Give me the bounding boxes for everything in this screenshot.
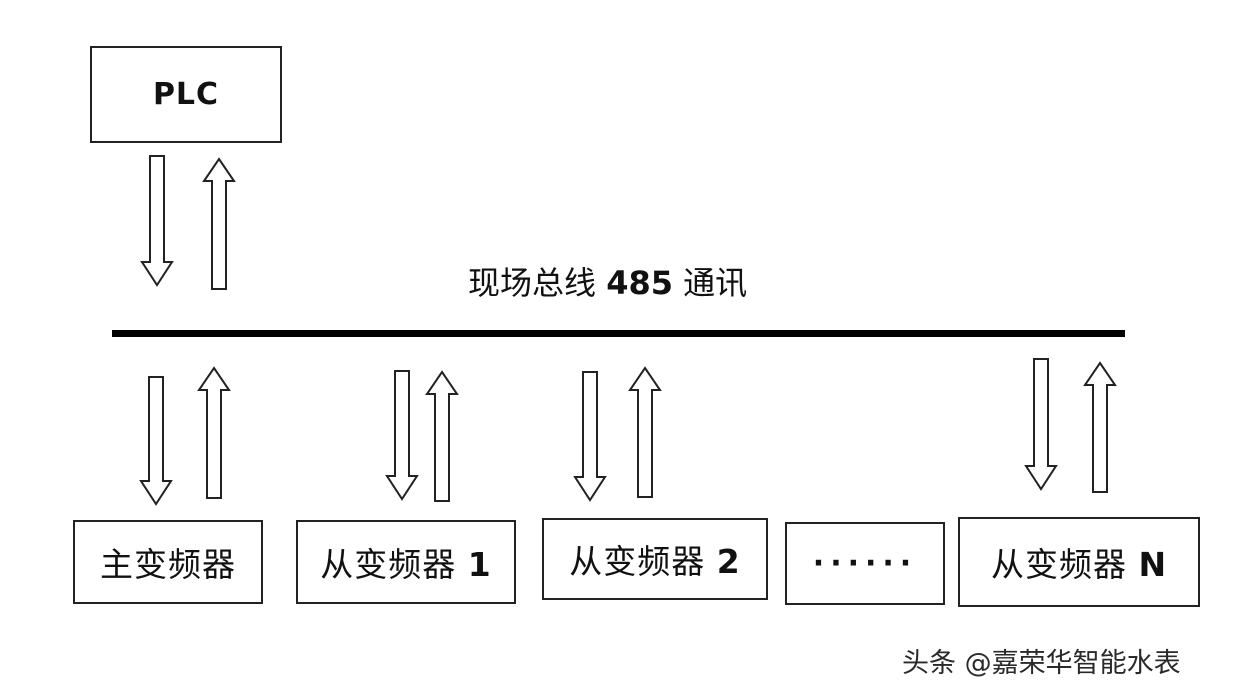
slave-drive-number: 2 [716,542,741,581]
slave-drive-2-label: 从变频器 2 [569,535,740,583]
bus-label-number: 485 [606,264,673,302]
slave-drive-number: N [1138,545,1168,584]
plc-label: PLC [152,77,220,112]
master-drive-label: 主变频器 [100,545,236,584]
arrow-up-icon [202,157,236,290]
slave-drive-label-text: 从变频器 [990,545,1127,584]
arrow-down-icon [140,155,174,287]
ellipsis-box: ······ [785,522,945,605]
arrow-up-icon [628,366,662,498]
fieldbus-line [112,330,1125,337]
slave-drive-1-label: 从变频器 1 [320,538,491,586]
watermark: 头条 @嘉荣华智能水表 [902,648,1181,679]
slave-drive-n-box: 从变频器 N [958,517,1200,607]
arrow-up-icon [425,370,459,502]
arrow-down-icon [573,371,607,502]
arrow-down-icon [385,370,419,501]
arrow-down-icon [1024,358,1058,491]
arrow-up-icon [1083,361,1117,493]
bus-label: 现场总线 485 通讯 [468,258,747,304]
plc-box: PLC [90,46,282,143]
bus-label-suffix: 通讯 [683,264,748,302]
arrow-down-icon [139,376,173,506]
slave-drive-2-box: 从变频器 2 [542,518,768,600]
ellipsis-label: ······ [812,546,918,581]
slave-drive-number: 1 [467,545,492,584]
slave-drive-n-label: 从变频器 N [991,538,1167,586]
bus-label-text: 现场总线 [468,264,597,302]
arrow-up-icon [197,366,231,499]
slave-drive-label-text: 从变频器 [569,542,706,581]
slave-drive-label-text: 从变频器 [320,545,457,584]
slave-drive-1-box: 从变频器 1 [296,520,516,604]
master-drive-box: 主变频器 [73,520,263,604]
